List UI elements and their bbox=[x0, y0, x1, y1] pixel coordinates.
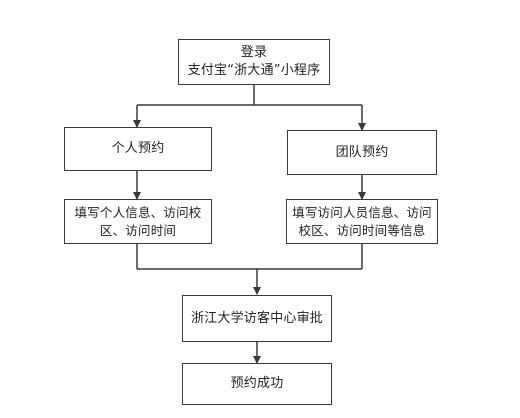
group-reservation-label: 团队预约 bbox=[335, 144, 389, 160]
start-node: 登录 支付宝“浙大通”小程序 bbox=[178, 39, 330, 85]
approval-label: 浙江大学访客中心审批 bbox=[190, 310, 323, 326]
personal-detail-line2: 区、访问时间 bbox=[99, 222, 177, 238]
start-node-subtitle: 支付宝“浙大通”小程序 bbox=[187, 63, 321, 78]
personal-reservation-node: 个人预约 bbox=[64, 127, 212, 171]
personal-detail-node: 填写个人信息、访问校 区、访问时间 bbox=[64, 199, 212, 244]
start-node-title: 登录 bbox=[240, 45, 268, 60]
approval-node: 浙江大学访客中心审批 bbox=[182, 295, 332, 342]
group-detail-node: 填写访问人员信息、访问 校区、访问时间等信息 bbox=[286, 199, 438, 244]
success-node: 预约成功 bbox=[182, 363, 332, 405]
success-label: 预约成功 bbox=[230, 376, 284, 391]
personal-detail-line1: 填写个人信息、访问校 bbox=[74, 204, 202, 220]
group-detail-line1: 填写访问人员信息、访问 bbox=[292, 204, 432, 220]
personal-reservation-label: 个人预约 bbox=[111, 141, 165, 156]
group-reservation-node: 团队预约 bbox=[287, 130, 437, 175]
group-detail-line2: 校区、访问时间等信息 bbox=[298, 222, 426, 238]
